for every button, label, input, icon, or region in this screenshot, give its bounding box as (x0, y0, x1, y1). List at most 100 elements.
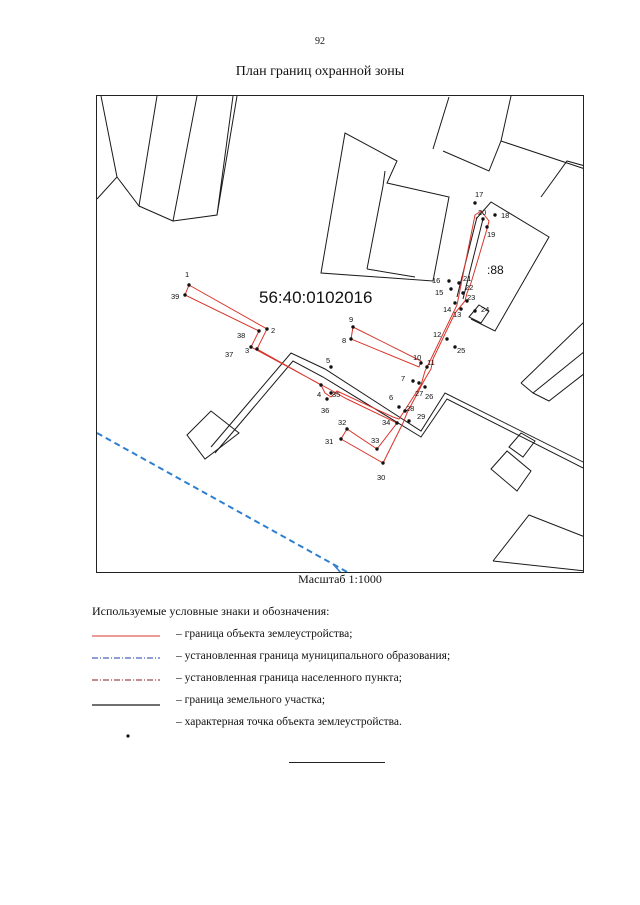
point-label: 14 (443, 305, 451, 314)
point-label: 20 (478, 208, 486, 217)
point-label: 11 (427, 358, 435, 367)
point-label: 36 (321, 406, 329, 415)
object-boundary (184, 210, 490, 464)
point-dot (481, 217, 485, 221)
point-dot (319, 383, 323, 387)
point-dot (407, 419, 411, 423)
point-dot (397, 405, 401, 409)
zone-branch-8-9 (350, 326, 422, 368)
point-dot (349, 337, 353, 341)
point-dot (249, 345, 253, 349)
point-dot (255, 347, 259, 351)
point-label: 18 (501, 211, 509, 220)
legend-text: – граница объекта землеустройства; (176, 628, 353, 640)
point-label: 6 (389, 393, 393, 402)
road-corridor (210, 216, 583, 469)
map-canvas: 1 2 3 4 5 6 7 8 9 10 11 12 13 14 15 16 1… (97, 96, 583, 572)
point-dot (187, 283, 191, 287)
point-label: 16 (432, 276, 440, 285)
parcel-building-large (320, 132, 450, 282)
legend-black-line-sample (92, 704, 160, 706)
point-dot (457, 281, 461, 285)
point-label: 29 (417, 412, 425, 421)
legend-title: Используемые условные знаки и обозначени… (92, 604, 330, 618)
point-label: 21 (463, 274, 471, 283)
legend-item-object-boundary: – граница объекта землеустройства; (92, 628, 612, 644)
point-dot (425, 365, 429, 369)
parcel-number-label: :88 (487, 263, 504, 277)
point-label: 9 (349, 315, 353, 324)
legend-text: – установленная граница муниципального о… (176, 650, 451, 662)
point-label: 35 (332, 390, 340, 399)
legend-darkred-dashdot-sample (92, 679, 160, 681)
parcel-small-building-left (186, 410, 240, 460)
point-dot (493, 213, 497, 217)
point-dot (325, 397, 329, 401)
legend-text: – установленная граница населенного пунк… (176, 672, 402, 684)
point-dot (403, 409, 407, 413)
point-label: 31 (325, 437, 333, 446)
point-dot (339, 437, 343, 441)
parcel-top-right (432, 96, 583, 198)
point-label: 33 (371, 436, 379, 445)
legend-point-sample (126, 734, 130, 738)
point-label: 27 (415, 389, 423, 398)
point-label: 19 (487, 230, 495, 239)
zone-left-branch (184, 210, 490, 464)
point-dot (395, 421, 399, 425)
point-label: 32 (338, 418, 346, 427)
point-dot (453, 345, 457, 349)
parcel-88 (470, 201, 550, 332)
point-label: 1 (185, 270, 189, 279)
point-label: 28 (406, 404, 414, 413)
point-dot (183, 293, 187, 297)
parcel-right-edge (520, 322, 583, 402)
point-label: 7 (401, 374, 405, 383)
parcel-bottom-right (492, 514, 583, 572)
point-dot (329, 365, 333, 369)
point-dot (453, 301, 457, 305)
parcel-top-left (97, 96, 238, 222)
point-label: 3 (245, 346, 249, 355)
point-dot (449, 287, 453, 291)
dashed-boundary-line (97, 432, 350, 572)
point-label: 26 (425, 392, 433, 401)
footer-line (289, 762, 385, 763)
point-labels: 1 2 3 4 5 6 7 8 9 10 11 12 13 14 15 16 1… (171, 190, 509, 482)
legend-blue-dashdot-sample (92, 657, 160, 659)
point-dot (473, 309, 477, 313)
point-label: 10 (413, 353, 421, 362)
point-label: 30 (377, 473, 385, 482)
point-dot (447, 279, 451, 283)
point-dot (465, 299, 469, 303)
point-dot (423, 385, 427, 389)
legend-item-settlement-boundary: – установленная граница населенного пунк… (92, 672, 612, 688)
point-dot (459, 307, 463, 311)
pipe-box (468, 304, 490, 324)
parcel-boundaries (97, 96, 583, 572)
point-dot (351, 325, 355, 329)
legend-item-characteristic-point: – характерная точка объекта землеустройс… (92, 716, 612, 740)
point-label: 24 (481, 305, 489, 314)
point-dot (411, 379, 415, 383)
legend-text: – граница земельного участка; (176, 694, 326, 706)
page-number: 92 (315, 36, 325, 47)
pipe-line-inner (462, 218, 484, 300)
cadastral-quarter-label: 56:40:0102016 (259, 288, 372, 307)
point-label: 22 (465, 283, 473, 292)
point-dot (381, 461, 385, 465)
point-dot (257, 329, 261, 333)
point-label: 15 (435, 288, 443, 297)
point-dot (445, 337, 449, 341)
point-label: 5 (326, 356, 330, 365)
parcel-small-building-right (490, 432, 536, 492)
legend-text: – характерная точка объекта землеустройс… (176, 716, 402, 728)
point-label: 34 (382, 418, 390, 427)
point-dot (375, 447, 379, 451)
point-label: 12 (433, 330, 441, 339)
point-dot (473, 201, 477, 205)
characteristic-points (183, 201, 497, 465)
point-dot (265, 327, 269, 331)
point-label: 8 (342, 336, 346, 345)
point-label: 17 (475, 190, 483, 199)
